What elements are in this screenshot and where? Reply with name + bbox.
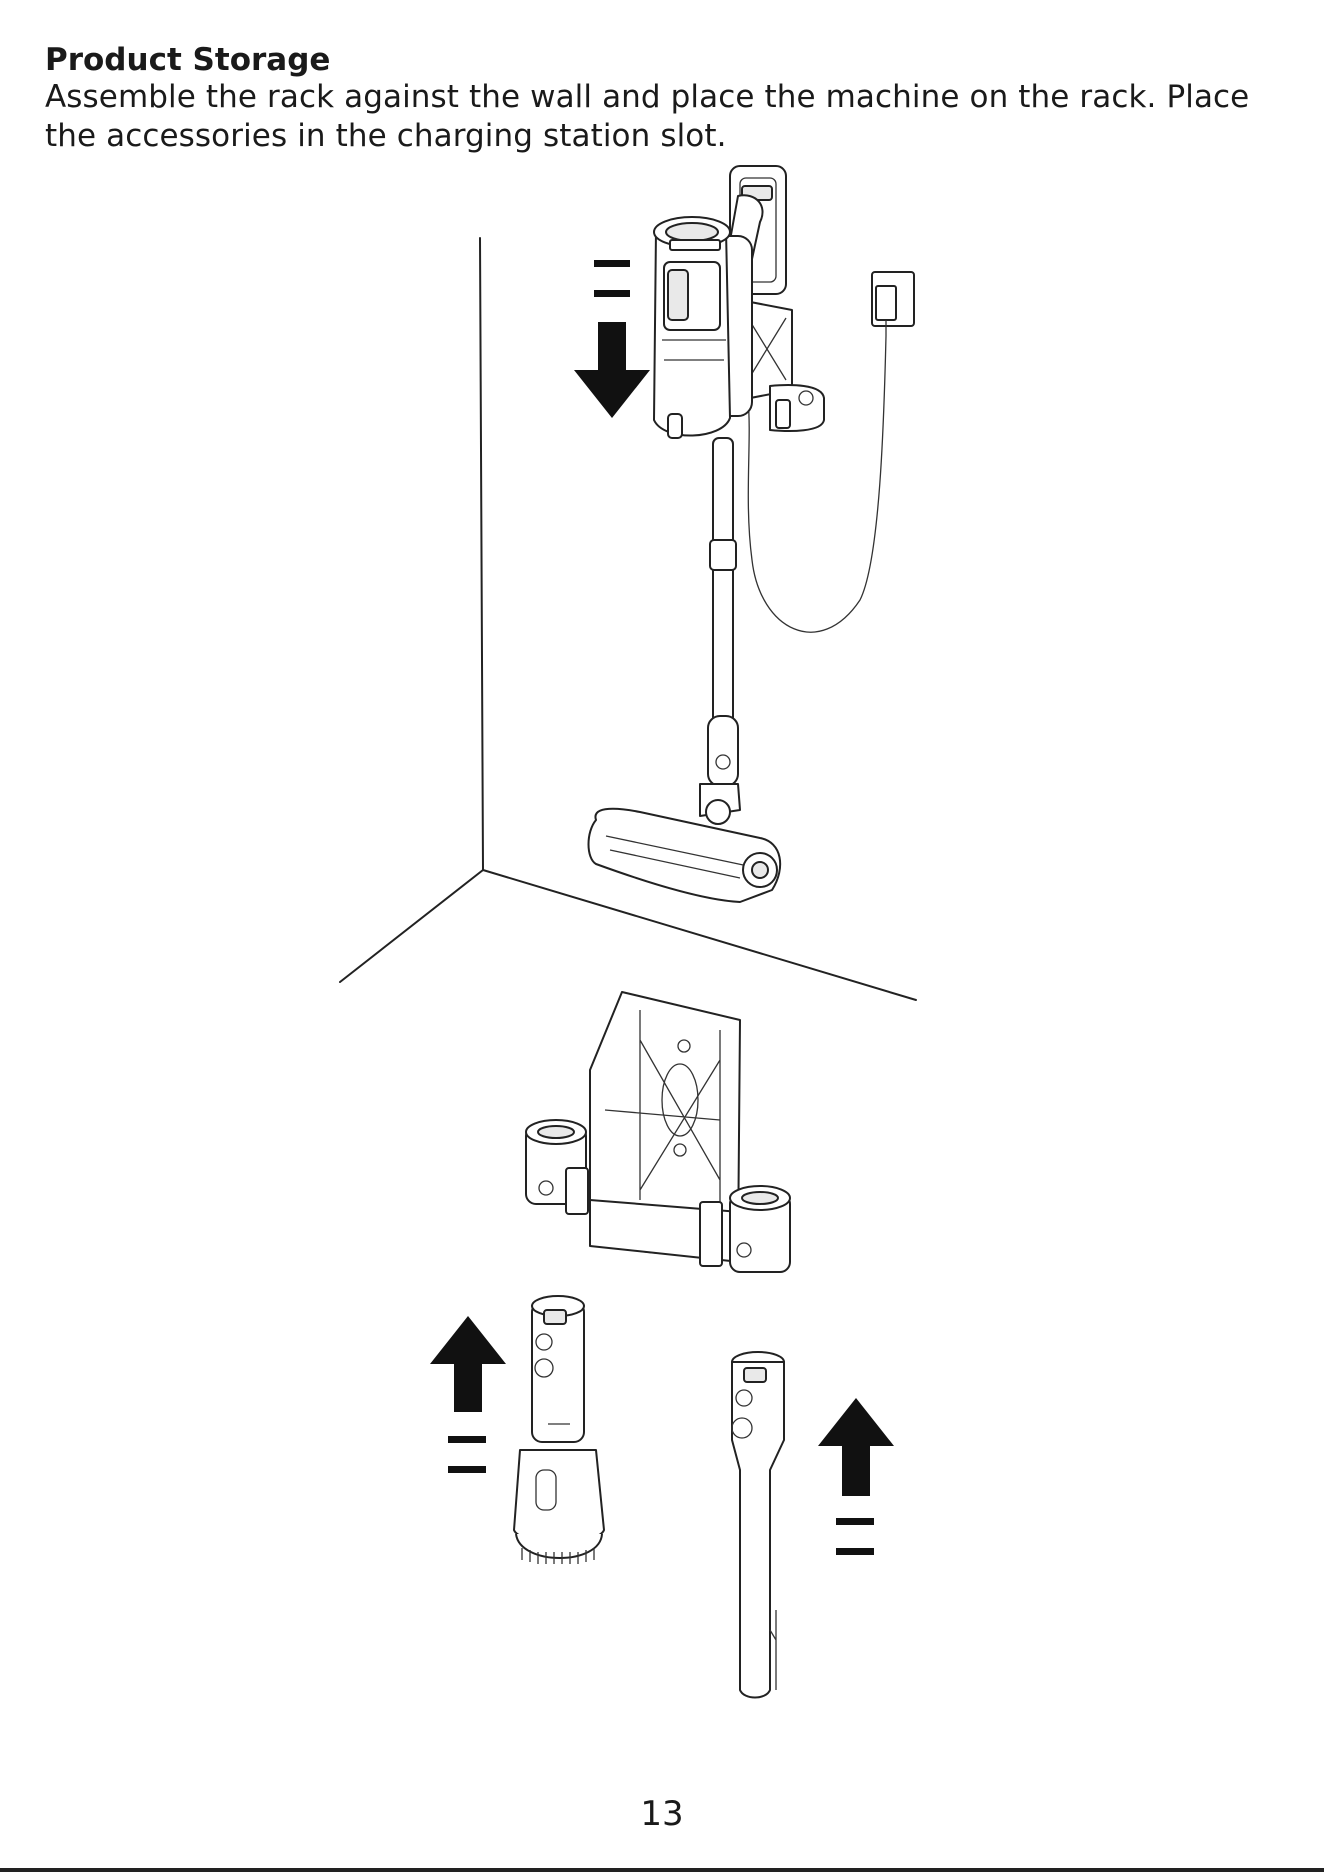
down-arrow-icon (574, 260, 650, 418)
rack-detail-icon (526, 992, 790, 1272)
room-corner-lines (340, 238, 916, 1000)
brush-accessory-icon (514, 1296, 604, 1564)
up-arrow-icon (818, 1398, 894, 1555)
up-arrow-icon (430, 1316, 506, 1473)
vacuum-main-body-icon (654, 195, 763, 438)
crevice-tool-icon (732, 1352, 784, 1698)
bottom-rule (0, 1868, 1324, 1872)
page-number: 13 (0, 1794, 1324, 1834)
vacuum-wand-icon (708, 438, 738, 786)
floor-brush-head-icon (589, 784, 781, 902)
